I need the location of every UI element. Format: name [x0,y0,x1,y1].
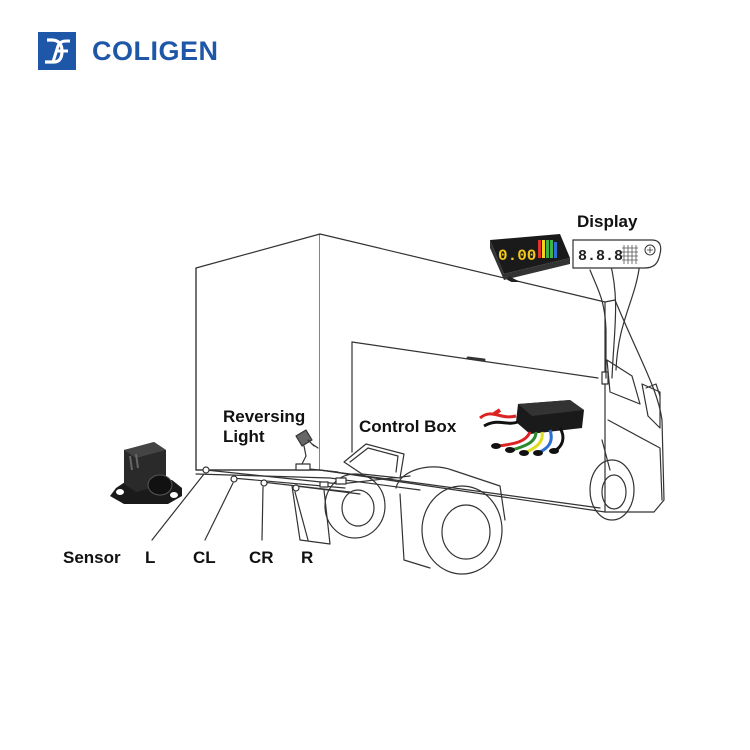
lcd-display-digits: 8.8.8 [578,248,623,265]
sensor-dot-cl [230,475,238,483]
label-control-box: Control Box [359,417,457,436]
leader-line-cr [261,486,264,541]
sensor-dot-cr [260,479,268,487]
lcd-display-device: 8.8.8 [572,239,662,269]
brand-name: COLIGEN [92,35,219,66]
display-cable [589,269,607,379]
control-box-outline [343,443,405,479]
leader-line-l [151,473,205,541]
label-sensor: Sensor [63,548,121,567]
sensor-image [110,442,182,504]
label-display: Display [577,212,638,231]
rear-mudflap [291,485,331,545]
label-sensor-cl: CL [193,548,216,567]
front-wheel [589,459,635,521]
truck-box-side [319,233,606,513]
brand-logo: COLIGEN [38,32,219,70]
led-bars [538,240,557,258]
label-sensor-cr: CR [249,548,274,567]
led-display-device: 0.00 [490,234,570,282]
rear-wheel [324,473,386,539]
leader-line-r [294,491,309,541]
label-reversing-light: Reversing Light [223,407,306,446]
truck-cab [604,299,665,513]
led-display-digits: 0.00 [498,247,536,265]
leader-line-cl [204,482,234,541]
control-box-image [479,400,584,456]
sensor-dot-r [292,484,300,492]
coligen-logo-icon [38,32,76,70]
label-sensor-r: R [301,548,314,567]
middle-wheel [421,485,503,575]
sensor-dot-l [202,466,210,474]
reversing-light-bulb [295,429,319,465]
label-sensor-l: L [145,548,156,567]
